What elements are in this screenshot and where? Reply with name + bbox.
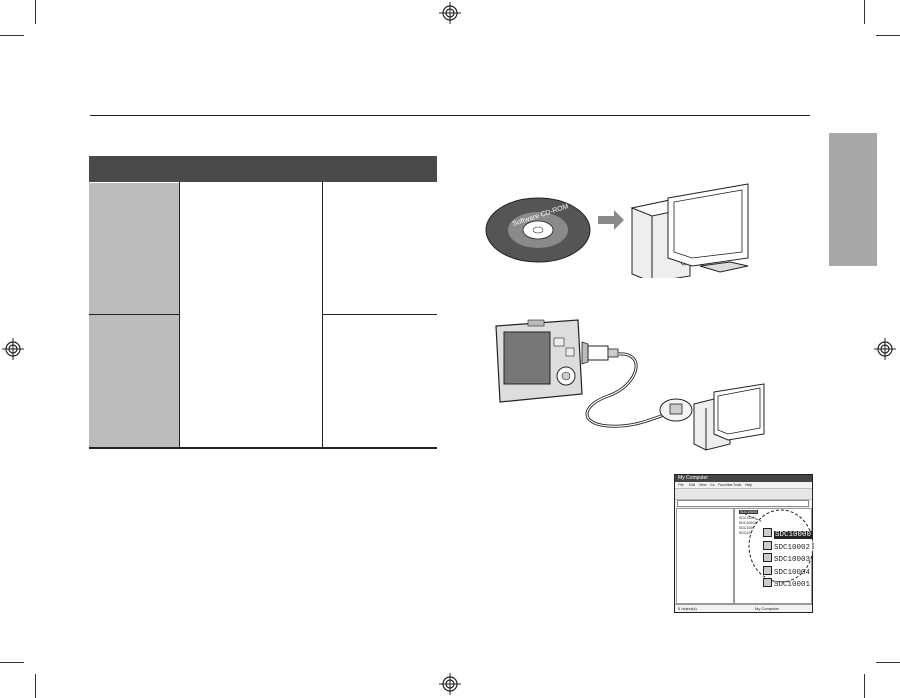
table-row-divider-right (322, 314, 437, 315)
table-row-divider-left (89, 314, 179, 315)
table-row-1-label (89, 183, 179, 314)
zoom-file-item[interactable]: SDC10000 (763, 528, 813, 541)
file-item[interactable]: SDC10000 (739, 510, 759, 514)
menu-edit[interactable]: Edit (689, 483, 696, 487)
crop-mark-br-h (876, 662, 900, 663)
table-divider-1 (179, 182, 180, 448)
explorer-toolbar (675, 488, 812, 500)
section-tab (829, 133, 877, 266)
status-left: 5 object(s) (678, 606, 697, 611)
table-header-row (89, 156, 437, 182)
status-right: My Computer (755, 606, 780, 611)
registration-mark-bottom (439, 673, 461, 695)
crop-mark-tr-v (864, 0, 865, 24)
crop-mark-bl-v (35, 674, 36, 698)
file-icon (763, 565, 772, 575)
cd-rom-icon: Software CD-ROM (485, 197, 591, 263)
zoom-file-item[interactable]: SDC10002 (763, 540, 813, 554)
menu-favorites[interactable]: Favorites (718, 483, 733, 487)
file-item[interactable]: SDC10001 (739, 516, 757, 520)
file-item[interactable]: SDC10002 (739, 521, 757, 525)
crop-mark-tl-h (0, 35, 24, 36)
file-icon (763, 540, 772, 550)
menu-view[interactable]: View (699, 483, 707, 487)
registration-mark-left (2, 338, 24, 360)
camera-icon (495, 319, 589, 403)
file-icon (763, 528, 772, 537)
zoom-file-item[interactable]: SDC10003 (763, 553, 813, 566)
explorer-title: My Computer (678, 475, 709, 481)
explorer-address-bar[interactable] (677, 500, 809, 507)
menu-help[interactable]: Help (745, 483, 753, 487)
file-item[interactable]: SDC10003 (739, 526, 757, 530)
table-divider-2 (322, 182, 323, 448)
registration-mark-top (439, 2, 461, 24)
zoom-file-item[interactable]: SDC10004 (763, 565, 813, 579)
explorer-status-bar: 5 object(s) My Computer (675, 604, 812, 612)
computer-small-icon (693, 383, 765, 451)
table-row-2-label (89, 315, 179, 448)
explorer-folder-pane (676, 508, 734, 604)
menu-tools[interactable]: Tools (733, 483, 742, 487)
arrow-icon (598, 210, 624, 230)
crop-mark-br-v (864, 674, 865, 698)
crop-mark-tr-h (876, 35, 900, 36)
crop-mark-bl-h (0, 662, 24, 663)
crop-mark-tl-v (35, 0, 36, 24)
file-icon (763, 553, 772, 562)
explorer-menu-bar: File Edit View Go Favorites Tools Help (675, 482, 812, 488)
file-item[interactable]: SDC10004 (739, 531, 757, 535)
cd-install-illustration: Software CD-ROM (485, 183, 749, 278)
usb-cable-icon (585, 345, 693, 428)
spec-table (89, 156, 437, 449)
monitor-icon (667, 183, 749, 273)
registration-mark-right (874, 338, 896, 360)
explorer-title-bar: My Computer (675, 475, 812, 482)
zoom-file-list: SDC10000 SDC10002 SDC10003 SDC10004 SDC1… (763, 528, 813, 591)
file-icon (763, 578, 772, 587)
table-bottom-rule (89, 447, 437, 449)
menu-file[interactable]: File (678, 483, 684, 487)
header-rule (90, 115, 810, 116)
menu-go[interactable]: Go (710, 483, 715, 487)
zoom-file-item[interactable]: SDC10001 (763, 578, 813, 591)
usb-connection-illustration (495, 319, 765, 451)
